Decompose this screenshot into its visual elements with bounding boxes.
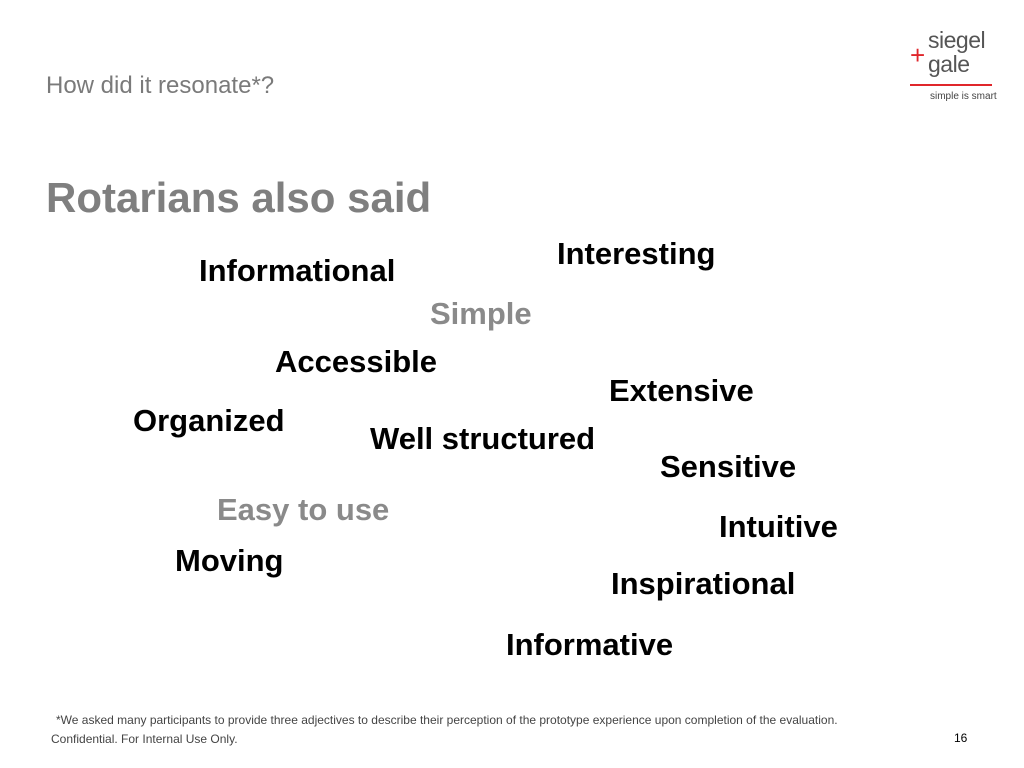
- word-simple: Simple: [430, 296, 532, 331]
- word-inspirational: Inspirational: [611, 566, 796, 601]
- siegel-gale-logo: + siegel gale simple is smart: [908, 27, 997, 104]
- word-interesting: Interesting: [557, 236, 716, 271]
- word-informational: Informational: [199, 253, 396, 288]
- word-well-structured: Well structured: [370, 421, 596, 456]
- word-easy-to-use: Easy to use: [217, 492, 390, 527]
- logo-tagline: simple is smart: [930, 91, 997, 102]
- word-moving: Moving: [175, 543, 284, 578]
- logo-word-siegel: siegel: [928, 27, 986, 53]
- section-title: How did it resonate*?: [46, 72, 275, 99]
- word-organized: Organized: [133, 403, 285, 438]
- logo-divider: [910, 84, 992, 86]
- page-number: 16: [954, 731, 968, 745]
- word-informative: Informative: [506, 627, 674, 662]
- word-extensive: Extensive: [609, 373, 754, 408]
- logo-plus-mark: +: [910, 40, 926, 70]
- word-intuitive: Intuitive: [719, 509, 838, 544]
- confidential-notice: Confidential. For Internal Use Only.: [51, 732, 238, 746]
- word-sensitive: Sensitive: [660, 449, 797, 484]
- logo-word-gale: gale: [928, 51, 970, 77]
- footnote: *We asked many participants to provide t…: [56, 713, 838, 727]
- word-accessible: Accessible: [275, 344, 437, 379]
- page-heading: Rotarians also said: [46, 174, 432, 221]
